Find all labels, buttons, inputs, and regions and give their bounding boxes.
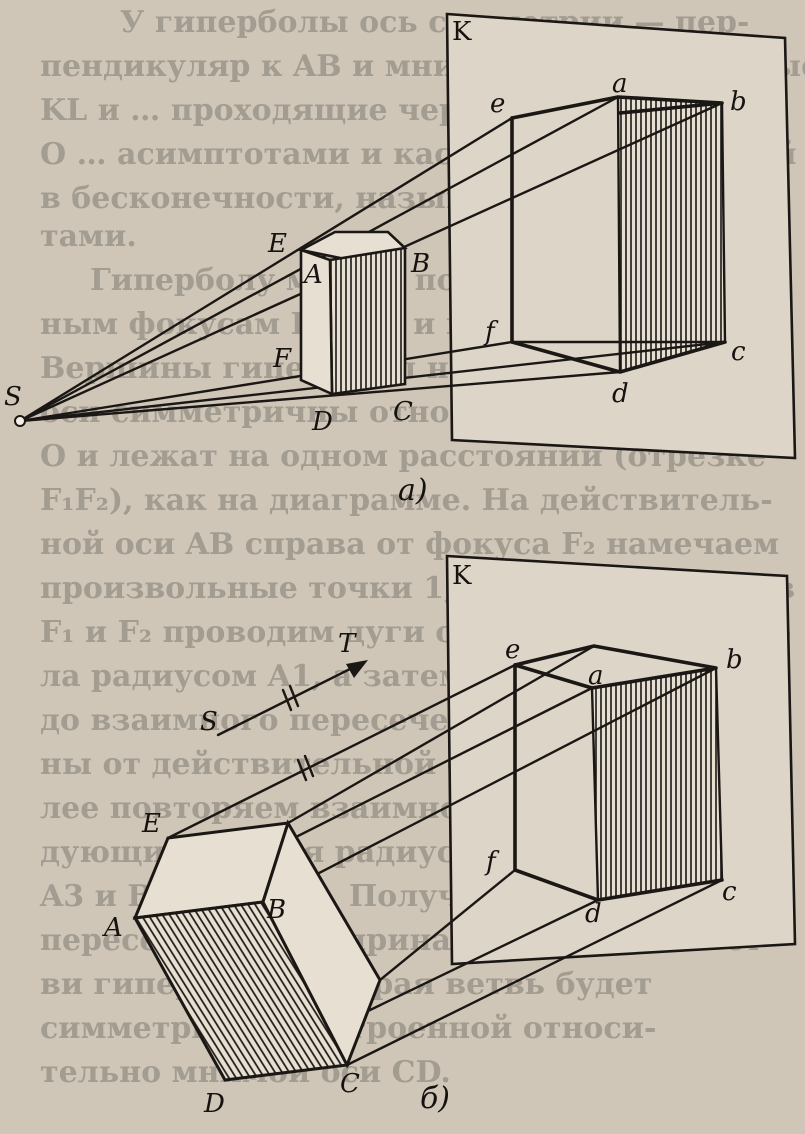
- label-C-b: C: [340, 1069, 360, 1099]
- label-b: b: [730, 87, 747, 117]
- label-B: B: [410, 249, 430, 279]
- label-B-b: B: [266, 895, 286, 925]
- caption-a: а): [398, 473, 428, 508]
- parallel-mark-4: [303, 754, 315, 778]
- ray-top-a: [286, 644, 596, 825]
- projected-top-face-a: [510, 95, 724, 120]
- ray-B-b: [261, 666, 718, 904]
- ray-F-f: [378, 868, 517, 982]
- ray-E-e: [166, 663, 517, 840]
- prism-hatched-face-a: [328, 246, 407, 396]
- label-K: K: [452, 17, 472, 47]
- label-c: c: [731, 337, 746, 367]
- object-prism-a: [297, 230, 408, 397]
- label-c-b: c: [722, 877, 737, 907]
- ray-S-f: [18, 340, 514, 423]
- central-projection-diagram: S K E A B F D C e a b f c d а): [4, 12, 797, 508]
- arrow-head-icon: [346, 660, 368, 678]
- projected-hatched-face-a: [616, 95, 727, 374]
- label-a: a: [612, 69, 628, 99]
- label-F: F: [272, 344, 292, 374]
- label-d-b: d: [585, 899, 602, 929]
- prism-right-face-b: [261, 819, 382, 1069]
- parallel-mark-1: [281, 688, 293, 712]
- object-prism-b: [132, 819, 382, 1082]
- ray-S-e: [18, 116, 514, 423]
- label-e: e: [490, 89, 505, 119]
- label-A-b: A: [102, 913, 123, 943]
- label-D-b: D: [203, 1089, 225, 1119]
- label-E: E: [267, 229, 287, 259]
- label-C: C: [393, 397, 413, 427]
- bg-line: тами.: [40, 219, 137, 254]
- label-S: S: [4, 382, 22, 412]
- label-b-b: b: [726, 645, 743, 675]
- prism-left-face-a: [299, 248, 334, 397]
- direction-line: [216, 661, 364, 737]
- label-a-b: a: [588, 661, 604, 691]
- label-K-b: K: [452, 561, 472, 591]
- bg-line: ной оси AB справа от фокуса F₂ намечаем: [40, 527, 779, 562]
- label-S-b: S: [200, 707, 218, 737]
- parallel-mark-3: [296, 758, 308, 782]
- label-d: d: [612, 379, 629, 409]
- parallel-projection-diagram: S T K E A B D C e a b f c d б): [102, 554, 797, 1119]
- ray-S-d: [18, 370, 622, 423]
- bg-line: F₁F₂), как на диаграмме. На действитель-: [40, 483, 773, 518]
- projected-hatched-face-b: [590, 666, 724, 902]
- ray-C-c: [345, 878, 724, 1067]
- projection-centre-S: [14, 415, 26, 427]
- label-D: D: [311, 407, 333, 437]
- label-A: A: [302, 260, 323, 290]
- projection-direction-arrow: [216, 660, 368, 782]
- parallel-mark-2: [288, 684, 300, 708]
- label-T: T: [338, 629, 357, 659]
- caption-b: б): [420, 1081, 450, 1116]
- label-E-b: E: [141, 809, 161, 839]
- label-e-b: e: [505, 635, 520, 665]
